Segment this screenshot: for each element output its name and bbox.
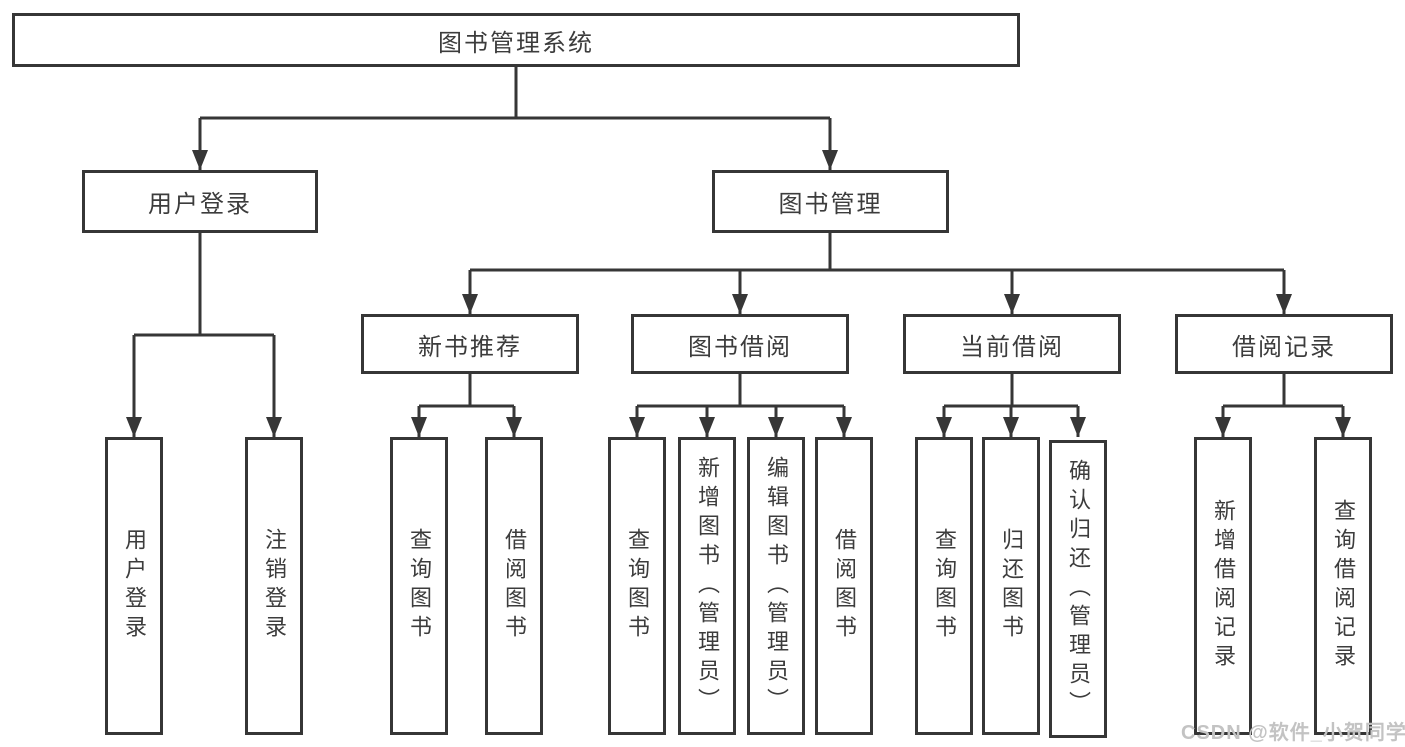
node-label: 归还图书 [999,528,1024,644]
node-label: 注销登录 [262,528,287,644]
node-label: 编辑图书（管理员） [764,455,789,717]
node-borrow-books: 借阅图书 [485,437,543,735]
arrow-down-icon [266,417,282,437]
node-label: 借阅图书 [502,528,527,644]
arrow-down-icon [506,417,522,437]
arrow-down-icon [1215,417,1231,437]
node-add-borrow-record: 新增借阅记录 [1194,437,1252,735]
arrow-down-icon [1276,294,1292,314]
node-label: 图书借阅 [688,333,792,361]
csdn-watermark: CSDN @软件_小贺同学 [1181,722,1405,744]
node-query-books: 查询图书 [915,437,973,735]
arrow-down-icon [936,417,952,437]
arrow-down-icon [1003,417,1019,437]
node-label: 借阅图书 [832,528,857,644]
node-new-book-recommend: 新书推荐 [361,314,579,374]
node-label: 查询图书 [407,528,432,644]
arrow-down-icon [192,150,208,170]
node-label: 查询图书 [932,528,957,644]
node-label: 借阅记录 [1232,333,1336,361]
node-label: 查询借阅记录 [1331,499,1356,673]
arrow-down-icon [1004,294,1020,314]
node-label: 图书管理 [778,191,883,218]
node-query-books: 查询图书 [608,437,666,735]
node-return-book: 归还图书 [982,437,1040,735]
node-user-login: 用户登录 [105,437,163,735]
node-label: 用户登录 [148,191,252,218]
arrow-down-icon [1335,417,1351,437]
node-add-book-admin: 新增图书（管理员） [678,437,736,735]
node-query-borrow-record: 查询借阅记录 [1314,437,1372,735]
arrow-down-icon [411,417,427,437]
arrow-down-icon [768,417,784,437]
node-borrow-books: 借阅图书 [815,437,873,735]
node-borrowing-records: 借阅记录 [1175,314,1393,374]
node-label: 图书管理系统 [438,29,594,57]
arrow-down-icon [822,150,838,170]
arrow-down-icon [732,294,748,314]
node-label: 用户登录 [122,528,147,644]
arrowhead-icons [126,150,1351,437]
arrow-down-icon [699,417,715,437]
arrow-down-icon [126,417,142,437]
node-confirm-return-admin: 确认归还（管理员） [1049,440,1107,738]
node-label: 当前借阅 [960,333,1064,361]
node-label: 新增借阅记录 [1211,499,1236,673]
node-label: 查询图书 [625,528,650,644]
node-edit-book-admin: 编辑图书（管理员） [747,437,805,735]
arrow-down-icon [462,294,478,314]
node-logout: 注销登录 [245,437,303,735]
node-book-management: 图书管理 [712,170,949,233]
connector-lines [132,67,1345,437]
node-library-system: 图书管理系统 [12,13,1020,67]
arrow-down-icon [836,417,852,437]
node-label: 新书推荐 [418,333,522,361]
node-query-books: 查询图书 [390,437,448,735]
node-label: 新增图书（管理员） [695,455,720,717]
node-book-borrowing: 图书借阅 [631,314,849,374]
node-user-login-group: 用户登录 [82,170,318,233]
node-current-borrowing: 借阅记录 当前借阅 [903,314,1121,374]
arrow-down-icon [629,417,645,437]
arrow-down-icon [1070,417,1086,437]
node-label: 确认归还（管理员） [1066,458,1091,720]
